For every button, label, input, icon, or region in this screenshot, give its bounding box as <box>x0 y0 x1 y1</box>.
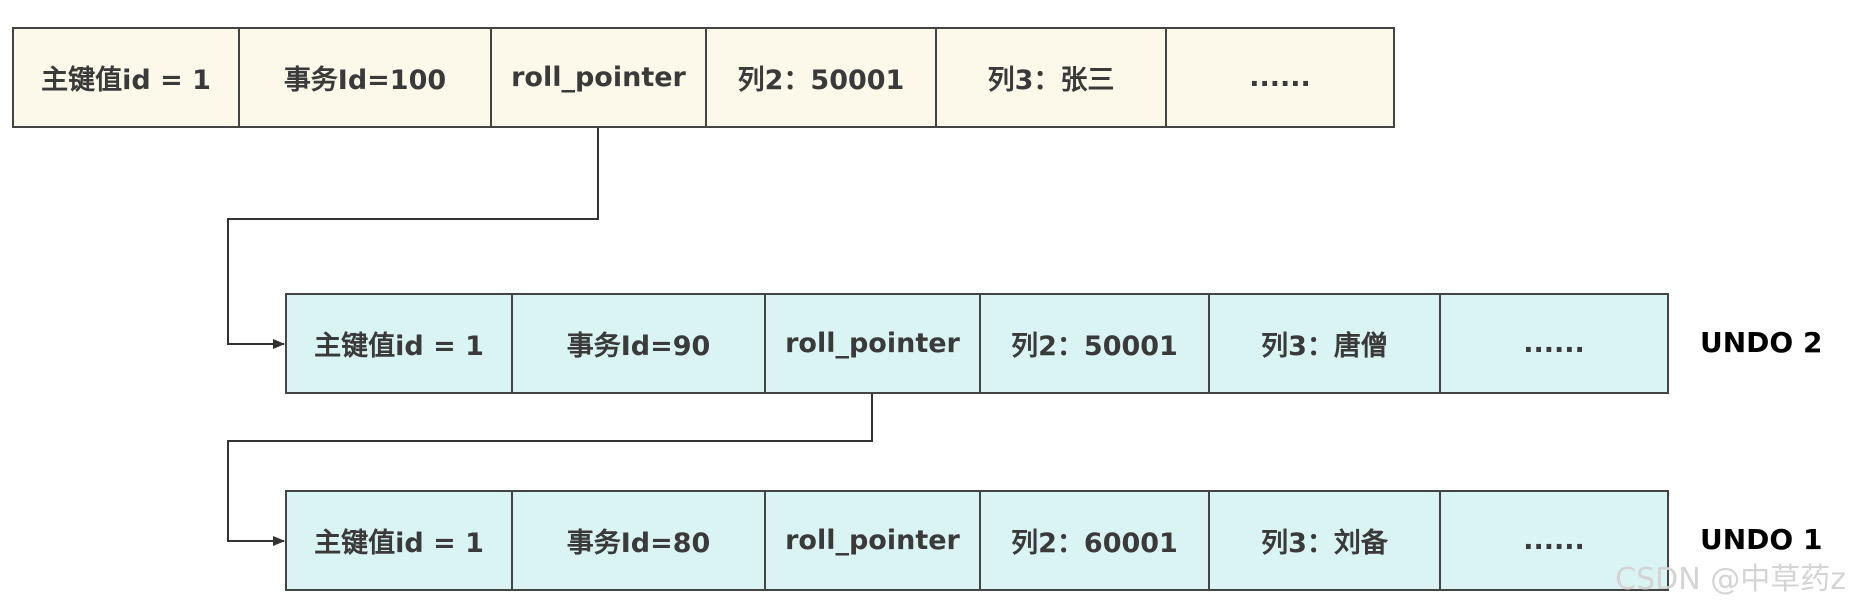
undo2-record-row: 主键值id = 1 事务Id=90 roll_pointer 列2：50001 … <box>285 293 1669 394</box>
cell-column-2: 列2：60001 <box>981 492 1210 589</box>
undo2-label: UNDO 2 <box>1700 326 1823 359</box>
cell-roll-pointer: roll_pointer <box>766 492 981 589</box>
undo1-label: UNDO 1 <box>1700 523 1823 556</box>
cell-more: ...... <box>1523 525 1585 556</box>
undo1-record-row: 主键值id = 1 事务Id=80 roll_pointer 列2：60001 … <box>285 490 1669 591</box>
cell-roll-pointer: roll_pointer <box>492 29 707 126</box>
cell-primary-key: 主键值id = 1 <box>287 295 513 392</box>
cell-more: ...... <box>1523 328 1585 359</box>
watermark: CSDN @中草药z <box>1615 562 1846 597</box>
roll-pointer-arrow-to-undo2 <box>227 128 599 349</box>
cell-transaction-id: 事务Id=80 <box>513 492 766 589</box>
cell-more: ...... <box>1249 62 1311 93</box>
cell-column-2: 列2：50001 <box>981 295 1210 392</box>
current-record-row: 主键值id = 1 事务Id=100 roll_pointer 列2：50001… <box>12 27 1395 128</box>
cell-primary-key: 主键值id = 1 <box>14 29 240 126</box>
cell-column-3: 列3：刘备 <box>1210 492 1441 589</box>
cell-roll-pointer: roll_pointer <box>766 295 981 392</box>
roll-pointer-arrow-to-undo1 <box>227 394 873 546</box>
cell-column-2: 列2：50001 <box>707 29 937 126</box>
cell-primary-key: 主键值id = 1 <box>287 492 513 589</box>
cell-column-3: 列3：张三 <box>937 29 1167 126</box>
cell-column-3: 列3：唐僧 <box>1210 295 1441 392</box>
cell-transaction-id: 事务Id=100 <box>240 29 492 126</box>
cell-transaction-id: 事务Id=90 <box>513 295 766 392</box>
